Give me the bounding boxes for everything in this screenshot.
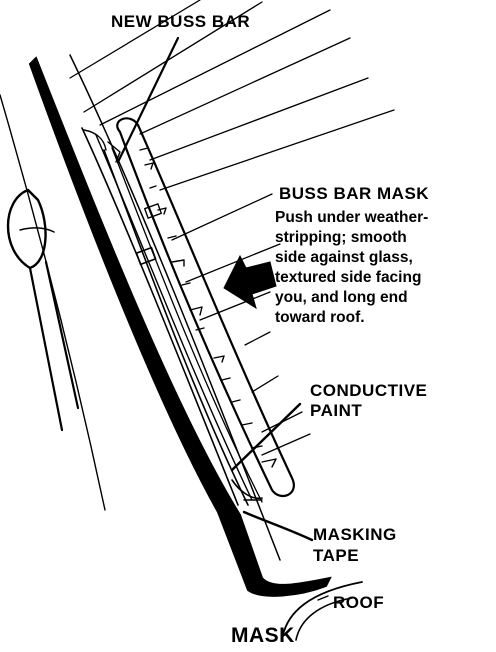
label-mask: MASK — [231, 624, 295, 647]
instruction-line: Push under weather- — [275, 209, 429, 226]
masking-tape-pointer — [242, 510, 314, 542]
label-buss-bar-mask: BUSS BAR MASK — [279, 184, 430, 203]
roof-line-1 — [281, 581, 363, 641]
instruction-line: toward roof. — [275, 309, 365, 326]
label-new-buss-bar: NEW BUSS BAR — [111, 12, 251, 31]
instruction-line: you, and long end — [275, 289, 408, 306]
weatherstripping-outer — [69, 54, 281, 561]
instruction-line: side against glass, — [275, 249, 413, 266]
windshield-far-edge — [0, 94, 106, 511]
new-buss-bar-pointer — [116, 36, 180, 164]
buss-bar-mask-outline — [116, 117, 295, 498]
label-roof: ROOF — [333, 593, 385, 612]
label-mask-instructions: Push under weather- stripping; smooth si… — [275, 208, 428, 328]
mask-arrow-icon — [223, 254, 277, 310]
mask-texture-marks — [139, 147, 277, 468]
instruction-line: textured side facing — [275, 269, 422, 286]
glass-lines-upper — [69, 0, 395, 321]
roof-line-2 — [295, 597, 353, 641]
label-masking-tape: MASKING TAPE — [313, 525, 397, 565]
rubber-seal — [28, 56, 332, 597]
instruction-line: stripping; smooth — [275, 229, 407, 246]
conductive-paint-pointer — [230, 402, 302, 472]
label-conductive-paint: CONDUCTIVE PAINT — [310, 381, 428, 420]
